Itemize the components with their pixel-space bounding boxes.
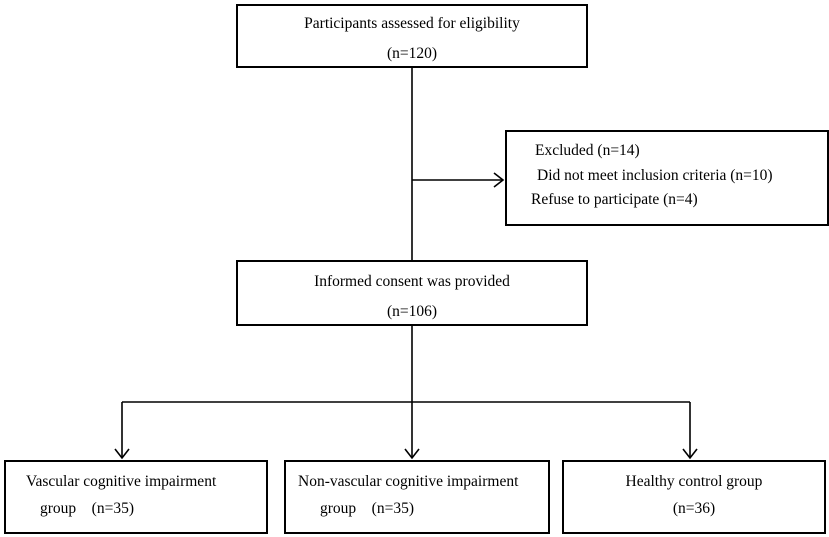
nonvascular-group-box: Non-vascular cognitive impairment group … xyxy=(284,460,550,534)
consent-label: Informed consent was provided xyxy=(314,273,510,290)
nonvascular-group-count: group (n=35) xyxy=(320,499,414,517)
consent-box: Informed consent was provided (n=106) xyxy=(236,260,588,326)
arrowhead-nonvascular xyxy=(404,448,420,460)
vascular-group-label: Vascular cognitive impairment xyxy=(26,473,217,490)
vascular-group-count: group (n=35) xyxy=(40,499,134,517)
excluded-box: Excluded (n=14) Did not meet inclusion c… xyxy=(505,130,829,226)
excluded-label: Excluded (n=14) xyxy=(535,142,640,159)
arrowhead-healthy xyxy=(682,448,698,460)
healthy-control-box: Healthy control group (n=36) xyxy=(562,460,826,534)
excluded-inclusion-criteria: Did not meet inclusion criteria (n=10) xyxy=(537,166,773,184)
healthy-control-label: Healthy control group xyxy=(625,473,763,490)
healthy-control-count: (n=36) xyxy=(672,499,716,517)
eligibility-count: (n=120) xyxy=(386,44,438,62)
vascular-group-box: Vascular cognitive impairment group (n=3… xyxy=(4,460,268,534)
eligibility-box: Participants assessed for eligibility (n… xyxy=(236,4,588,68)
arrowhead-vascular xyxy=(114,448,130,460)
arrowhead-excluded xyxy=(493,172,505,188)
eligibility-label: Participants assessed for eligibility xyxy=(304,15,520,32)
excluded-refused: Refuse to participate (n=4) xyxy=(531,191,698,209)
consent-count: (n=106) xyxy=(386,302,438,320)
nonvascular-group-label: Non-vascular cognitive impairment xyxy=(298,473,519,490)
